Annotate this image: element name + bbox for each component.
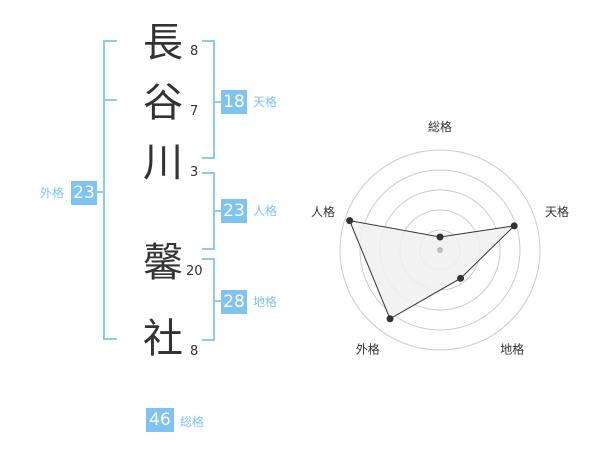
- gaikaku-bracket-bottom: [103, 338, 117, 340]
- radar-point-2: [510, 222, 518, 230]
- radar-point-4: [386, 315, 394, 323]
- jinkaku-label: 人格: [253, 204, 278, 218]
- radar-series-polygon: [348, 219, 516, 320]
- name-char-2: 谷: [143, 80, 183, 126]
- stroke-count-5: 8: [190, 344, 199, 359]
- jinkaku-bracket-bottom: [202, 248, 215, 250]
- name-char-4: 馨: [143, 240, 183, 286]
- radar-axis-label-3: 地格: [500, 342, 524, 357]
- chikaku-label: 地格: [253, 295, 278, 309]
- name-char-1: 長: [143, 20, 183, 66]
- chikaku-bracket-tick: [213, 300, 221, 302]
- radar-axis-label-1: 総格: [428, 119, 452, 134]
- radar-grid-ring-5: [339, 149, 541, 351]
- radar-axis-label-5: 人格: [311, 204, 335, 219]
- chikaku-bracket-top: [202, 258, 215, 260]
- radar-axis-label-2: 天格: [545, 204, 569, 219]
- jinkaku-bracket-top: [202, 172, 215, 174]
- chikaku-bracket-bottom: [202, 339, 215, 341]
- radar-point-3: [457, 274, 465, 282]
- chikaku-bracket-vertical: [213, 258, 215, 341]
- soukaku-value: 46: [146, 408, 174, 432]
- gaikaku-bracket-mid: [103, 99, 117, 101]
- gaikaku-bracket-vertical: [103, 40, 105, 340]
- gaikaku-bracket-top: [103, 40, 117, 42]
- soukaku-label: 総格: [180, 415, 205, 429]
- tenkaku-bracket-bottom: [202, 157, 215, 159]
- gaikaku-value: 23: [71, 181, 97, 205]
- stroke-count-3: 3: [190, 165, 199, 180]
- radar-axis-label-4: 外格: [356, 342, 380, 357]
- tenkaku-bracket-top: [202, 40, 215, 42]
- radar-grid-ring-4: [359, 169, 521, 331]
- radar-point-5: [346, 217, 354, 225]
- jinkaku-bracket-tick: [213, 210, 221, 212]
- radar-point-1: [436, 233, 444, 241]
- jinkaku-value: 23: [221, 199, 247, 223]
- tenkaku-value: 18: [221, 90, 247, 114]
- stroke-count-4: 20: [186, 264, 203, 279]
- stroke-count-1: 8: [190, 44, 199, 59]
- stroke-count-2: 7: [190, 104, 199, 119]
- tenkaku-bracket-vertical: [213, 40, 215, 159]
- gaikaku-bracket-tick: [96, 191, 104, 193]
- radar-center-dot: [437, 247, 443, 253]
- tenkaku-label: 天格: [253, 95, 278, 109]
- name-char-5: 社: [143, 316, 183, 362]
- chikaku-value: 28: [221, 290, 247, 314]
- gaikaku-label: 外格: [40, 186, 65, 200]
- name-char-3: 川: [143, 140, 183, 186]
- tenkaku-bracket-tick: [213, 101, 221, 103]
